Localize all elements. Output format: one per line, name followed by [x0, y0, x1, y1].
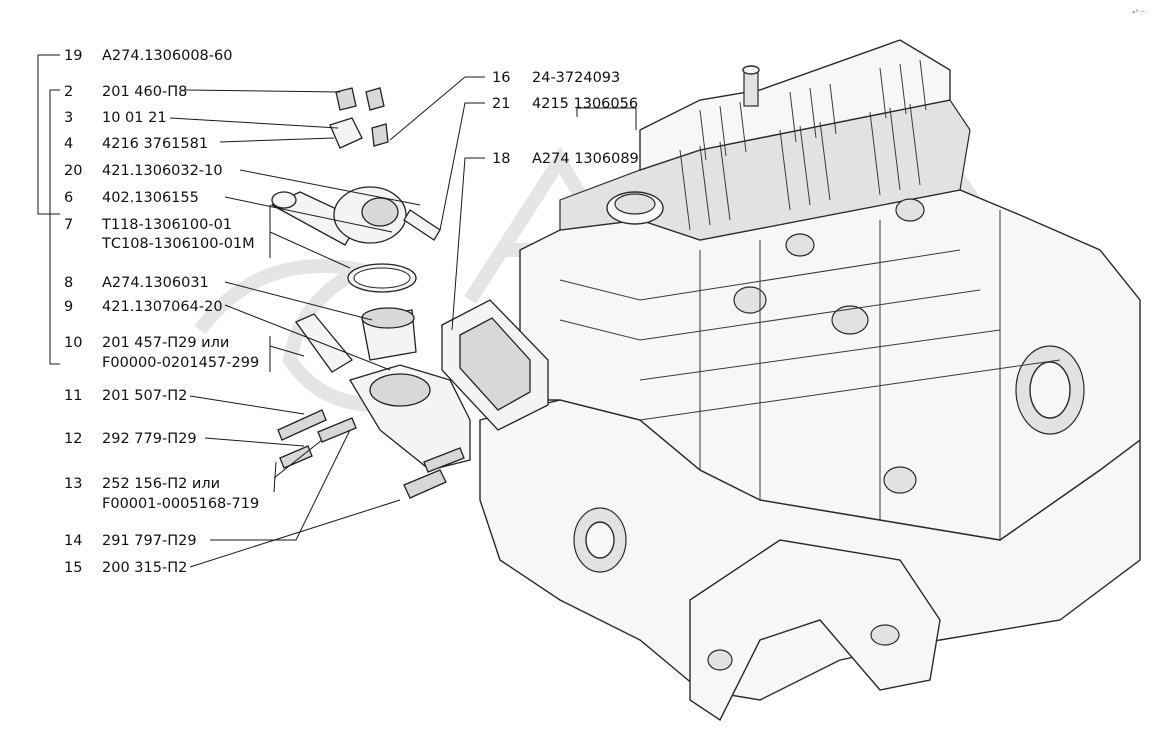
callout-number-20: 20	[64, 163, 82, 179]
callout-number-9: 9	[64, 299, 73, 315]
callout-number-19: 19	[64, 48, 82, 64]
engine-block	[479, 39, 1141, 722]
callout-number-21: 21	[492, 96, 510, 112]
callout-part-20: 421.1306032-10	[102, 163, 223, 179]
callout-part-14: 291 797-П29	[102, 533, 197, 549]
callout-number-11: 11	[64, 388, 82, 404]
leader-lines	[37, 54, 637, 568]
callout-number-12: 12	[64, 431, 82, 447]
callout-part-9: 421.1307064-20	[102, 299, 223, 315]
callout-number-15: 15	[64, 560, 82, 576]
callout-number-7: 7	[64, 217, 73, 233]
callout-number-4: 4	[64, 136, 73, 152]
callout-part-18: А274 1306089	[532, 151, 639, 167]
callout-part-15: 200 315-П2	[102, 560, 187, 576]
corner-mark: «° ···	[1132, 9, 1146, 16]
callout-number-3: 3	[64, 110, 73, 126]
callout-part-21: 4215 1306056	[532, 96, 638, 112]
callout-part-7-alt: ТС108-1306100-01М	[101, 236, 255, 252]
callout-part-10: 201 457-П29 или	[102, 335, 229, 351]
callout-part-2: 201 460-П8	[102, 84, 187, 100]
callout-number-18: 18	[492, 151, 510, 167]
callout-part-11: 201 507-П2	[102, 388, 187, 404]
exploded-parts	[270, 87, 549, 499]
callout-part-3: 10 01 21	[102, 110, 167, 126]
callout-number-10: 10	[64, 335, 82, 351]
callout-part-4: 4216 3761581	[102, 136, 208, 152]
callout-number-13: 13	[64, 476, 82, 492]
callout-part-7: Т118-1306100-01	[101, 217, 232, 233]
callout-labels: 19 А274.1306008-60 2 201 460-П8 3 10 01 …	[64, 48, 639, 576]
callout-part-6: 402.1306155	[102, 190, 199, 206]
callout-part-10-alt: F00000-0201457-299	[102, 355, 259, 371]
callout-part-13: 252 156-П2 или	[102, 476, 220, 492]
callout-number-16: 16	[492, 70, 510, 86]
callout-number-2: 2	[64, 84, 73, 100]
callout-part-19: А274.1306008-60	[102, 48, 232, 64]
callout-number-14: 14	[64, 533, 82, 549]
callout-part-16: 24-3724093	[532, 70, 620, 86]
callout-part-12: 292 779-П29	[102, 431, 197, 447]
callout-number-8: 8	[64, 275, 73, 291]
callout-part-8: А274.1306031	[102, 275, 209, 291]
callout-number-6: 6	[64, 190, 73, 206]
callout-part-13-alt: F00001-0005168-719	[102, 496, 259, 512]
